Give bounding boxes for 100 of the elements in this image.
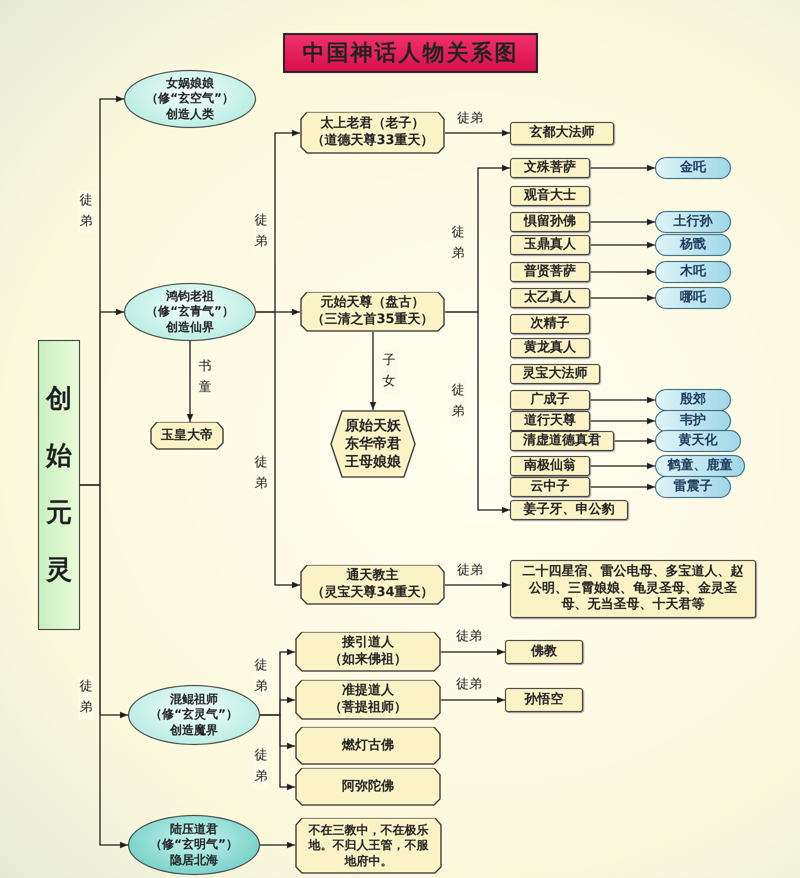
name-box	[510, 262, 590, 282]
node-text: 鸿钧老祖	[166, 288, 214, 304]
node-text: 玄都大法师	[530, 125, 594, 142]
node-text: 杨戬	[680, 236, 706, 254]
node-text: 姜子牙、申公豹	[524, 502, 614, 518]
arrow	[445, 130, 510, 136]
edge-label: 徒弟	[456, 562, 484, 580]
arrow	[590, 418, 655, 424]
cloud-shape	[655, 455, 745, 477]
node-text: 普贤菩萨	[524, 264, 576, 280]
cloud-shape	[655, 211, 731, 233]
node-text: 观音大士	[524, 188, 576, 204]
cloud-shape	[655, 410, 731, 432]
node-text: 云中子	[530, 478, 570, 496]
cloud-shape	[655, 234, 731, 256]
node-text: 王母娘娘	[345, 453, 401, 472]
node-text: 黄龙真人	[524, 340, 576, 356]
octagon-box	[295, 768, 441, 806]
node-text: 创造仙界	[166, 320, 214, 336]
edge-label: 徒弟	[253, 655, 269, 699]
edge-label: 徒弟	[78, 676, 94, 720]
node-text: （如来佛祖）	[329, 652, 407, 669]
edge-label: 徒弟	[253, 745, 269, 789]
node-text: （修“玄明气”）	[150, 837, 238, 853]
node-text: 鹤童、鹿童	[668, 458, 732, 474]
node-text: 文殊菩萨	[524, 160, 576, 176]
octagon-box	[300, 565, 445, 605]
name-box	[510, 186, 590, 206]
node-text: 创造人类	[166, 106, 214, 122]
name-box	[510, 158, 590, 178]
name-box	[510, 364, 600, 384]
hexagon-box	[330, 410, 416, 478]
node-text: 广成子	[530, 392, 570, 408]
node-text: （修“玄青气”）	[146, 304, 234, 320]
name-box	[510, 288, 590, 308]
node-text: 黄天化	[678, 432, 718, 450]
node-text: 元始天尊（盘古）	[320, 295, 424, 312]
node-text: 清虚道德真君	[523, 432, 601, 450]
arrow	[445, 311, 510, 514]
node-text: 玉皇大帝	[161, 428, 213, 444]
node-text: 道行天尊	[524, 412, 576, 430]
arrow	[590, 396, 655, 404]
octagon-box	[295, 632, 441, 672]
arrow	[260, 714, 295, 790]
title-banner: 中国神话人物关系图	[283, 33, 538, 73]
node-text: 准提道人	[342, 683, 394, 700]
node-text: 雷震子	[674, 478, 712, 496]
node-text: 创始元灵	[45, 382, 73, 588]
cloud-shape	[655, 157, 731, 179]
node-text: 东华帝君	[345, 434, 401, 454]
arrow	[186, 341, 194, 422]
arrow	[445, 582, 510, 588]
node-text: （修“玄空气”）	[146, 91, 234, 107]
edge-label: 徒弟	[450, 380, 466, 424]
arrow	[80, 484, 128, 848]
name-box	[510, 122, 614, 145]
node-text: 次精子	[530, 316, 570, 332]
node-text: （菩提祖师）	[329, 700, 407, 717]
arrow	[590, 242, 655, 248]
arrow	[614, 438, 655, 444]
node-text: （修“玄灵气”）	[150, 707, 238, 723]
node-text: （道德天尊33重天）	[311, 133, 434, 150]
cloud-shape	[655, 389, 731, 411]
edge-label: 徒弟	[78, 190, 94, 234]
node-text: 创造魔界	[170, 722, 218, 738]
octagon-box	[150, 422, 224, 450]
name-box	[510, 390, 590, 410]
node-text: 通天教主	[346, 568, 398, 584]
name-box	[510, 431, 614, 451]
node-text: 混鲲祖师	[170, 692, 218, 708]
arrow	[256, 311, 300, 588]
arrow	[441, 648, 505, 656]
edge-label: 徒弟	[456, 110, 484, 128]
octagon-box	[295, 727, 441, 765]
node-text: 阿弥陀佛	[342, 778, 394, 796]
node-text: 惧留孙佛	[524, 214, 576, 230]
node-text: （三清之首35重天）	[311, 312, 434, 329]
arrow	[260, 842, 295, 848]
octagon-box	[295, 818, 442, 874]
node-text: 接引道人	[342, 635, 394, 652]
node-text: 燃灯古佛	[342, 738, 394, 754]
node-text: （灵宝天尊34重天）	[311, 585, 434, 602]
node-text: 二十四星宿、雷公电母、多宝道人、赵公明、三霄娘娘、龟灵圣母、金灵圣母、无当圣母、十天君等	[522, 564, 744, 614]
arrow	[370, 332, 376, 410]
node-text: 土行孙	[674, 214, 712, 230]
arrow	[590, 268, 655, 276]
arrow	[590, 218, 655, 226]
name-box	[510, 456, 590, 476]
node-text: 韦护	[680, 412, 706, 430]
node-text: 女娲娘娘	[166, 76, 214, 92]
cloud-shape	[655, 430, 741, 452]
name-box	[510, 500, 628, 520]
name-box	[510, 411, 590, 431]
node-text: 陆压道君	[170, 822, 218, 838]
node-text: 佛教	[531, 644, 557, 660]
edge-label: 子女	[381, 350, 397, 394]
name-box	[510, 560, 756, 618]
node-text: 太乙真人	[524, 290, 576, 306]
node-text: 不在三教中，不在极乐地。不归人王管，不服地府中。	[307, 822, 430, 870]
name-box	[510, 314, 590, 334]
